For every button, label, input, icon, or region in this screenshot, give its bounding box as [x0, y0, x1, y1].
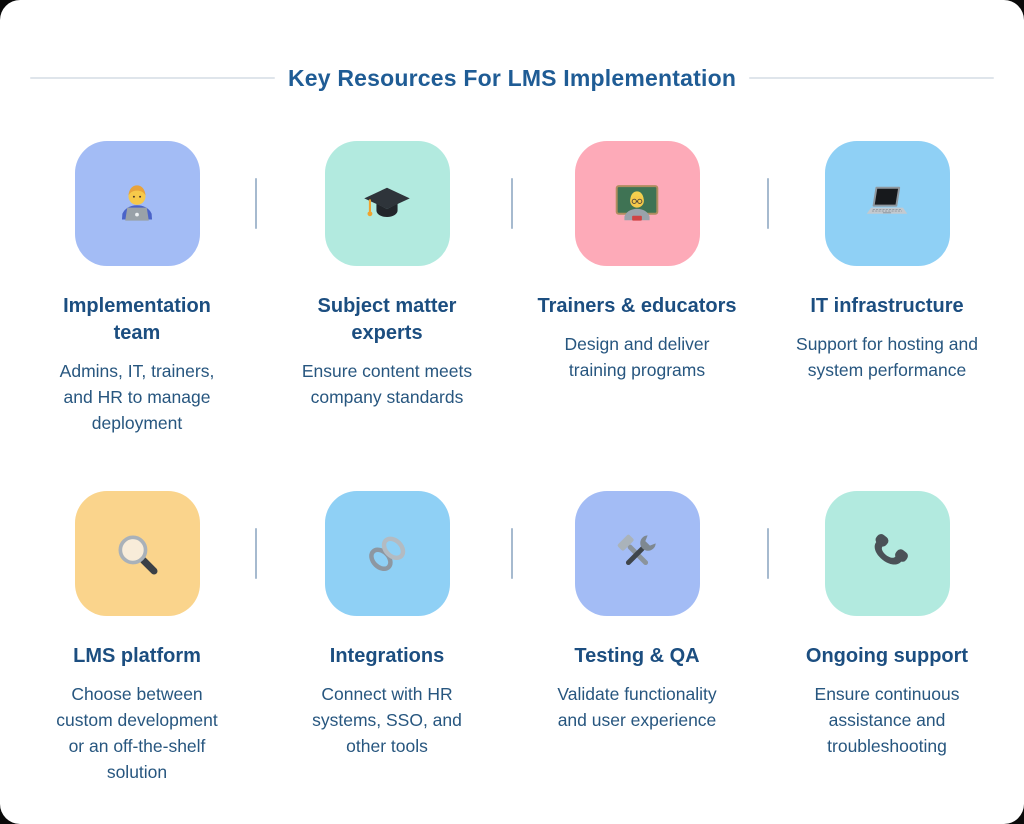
card-icon-tile [574, 491, 700, 616]
card-it-infrastructure: IT infrastructure Support for hosting an… [762, 141, 1012, 491]
card-icon-tile [574, 141, 700, 266]
column-divider [511, 528, 513, 579]
card-title: LMS platform [73, 645, 201, 667]
card-icon-tile [74, 491, 200, 616]
cards-row-2: LMS platform Choose between custom devel… [0, 491, 1024, 824]
card-description: Admins, IT, trainers, and HR to manage d… [59, 361, 215, 433]
card-title: Subject matter experts [317, 295, 457, 344]
laptop-icon [866, 186, 908, 214]
card-trainers-educators: Trainers & educators Design and deliver … [512, 141, 762, 491]
man-technologist-icon [121, 184, 153, 221]
card-testing-qa: Testing & QA Validate functionality and … [512, 491, 762, 824]
card-icon-tile [74, 141, 200, 266]
column-divider [767, 528, 769, 579]
telephone-receiver-icon [874, 533, 908, 564]
card-integrations: Integrations Connect with HR systems, SS… [262, 491, 512, 824]
card-lms-platform: LMS platform Choose between custom devel… [12, 491, 262, 824]
header: Key Resources For LMS Implementation [0, 64, 1024, 92]
card-icon-tile [824, 491, 950, 616]
column-divider [511, 178, 513, 229]
card-description: Ensure continuous assistance and trouble… [814, 684, 960, 756]
card-title: IT infrastructure [810, 295, 964, 317]
teacher-icon [615, 184, 659, 221]
card-icon-tile [824, 141, 950, 266]
card-implementation-team: Implementation team Admins, IT, trainers… [12, 141, 262, 491]
card-title: Testing & QA [574, 645, 700, 667]
card-title: Ongoing support [805, 645, 969, 667]
graduation-cap-icon [364, 187, 410, 217]
card-title: Trainers & educators [537, 295, 737, 317]
card-description: Design and deliver training programs [564, 334, 710, 380]
header-rule-right [749, 77, 995, 79]
page-title: Key Resources For LMS Implementation [287, 65, 737, 91]
card-description: Connect with HR systems, SSO, and other … [312, 684, 462, 756]
card-description: Choose between custom development or an … [56, 684, 218, 782]
card-icon-tile [324, 141, 450, 266]
card-icon-tile [324, 491, 450, 616]
card-title: Implementation team [63, 295, 211, 344]
card-ongoing-support: Ongoing support Ensure continuous assist… [762, 491, 1012, 824]
card-description: Ensure content meets company standards [301, 361, 473, 407]
card-subject-matter-experts: Subject matter experts Ensure content me… [262, 141, 512, 491]
hammer-wrench-icon [617, 534, 656, 565]
link-icon [369, 536, 406, 571]
column-divider [255, 178, 257, 229]
card-description: Support for hosting and system performan… [796, 334, 978, 380]
magnifying-glass-icon [118, 535, 158, 575]
card-title: Integrations [329, 645, 445, 667]
column-divider [767, 178, 769, 229]
card-description: Validate functionality and user experien… [557, 684, 717, 730]
column-divider [255, 528, 257, 579]
header-rule-left [30, 77, 275, 79]
cards-row-1: Implementation team Admins, IT, trainers… [0, 141, 1024, 491]
